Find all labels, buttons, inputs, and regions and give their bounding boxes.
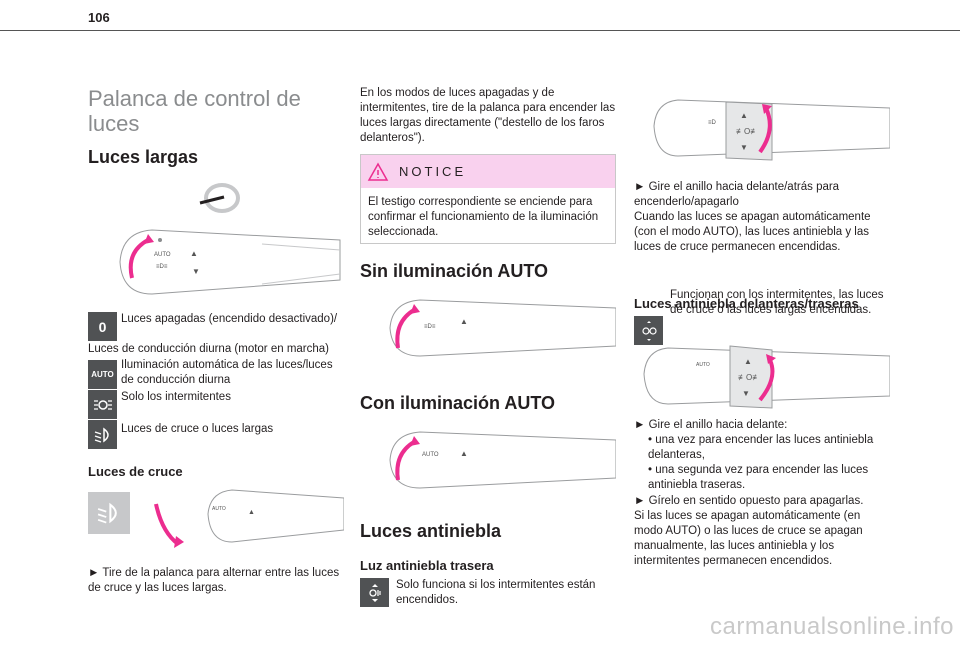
svg-text:≡D≡: ≡D≡ (156, 264, 168, 270)
svg-text:≡D: ≡D (708, 120, 717, 126)
svg-text:▼: ▼ (742, 389, 750, 398)
page-number: 106 (88, 10, 110, 25)
item-off-text: Luces apagadas (encendido desactivado)/ (121, 313, 338, 325)
svg-text:▲: ▲ (740, 111, 748, 120)
dipped-beam-icon (88, 420, 117, 449)
cuando-text: Cuando las luces se apagan automáticamen… (634, 211, 871, 253)
heading-sin-auto: Sin iluminación AUTO (360, 261, 549, 281)
svg-text:≢O≢: ≢O≢ (736, 127, 758, 136)
beam-switch-icon (88, 492, 130, 534)
svg-text:▲: ▲ (248, 509, 255, 516)
notice-box: NOTICE El testigo correspondiente se enc… (360, 154, 616, 244)
page-title: Palanca de control de luces (88, 86, 301, 136)
heading-antiniebla: Luces antiniebla (360, 521, 502, 541)
lever-no-auto-illustration: ≡D≡ ▲ (389, 299, 616, 357)
bullet-delanteras: • una vez para encender las luces antini… (648, 434, 874, 461)
heading-delanteras-traseras: Luces antiniebla delanteras/traseras (634, 296, 859, 311)
flash-intro-text: En los modos de luces apagadas y de inte… (360, 87, 616, 144)
column-2: En los modos de luces apagadas y de inte… (360, 80, 616, 620)
trasera-text: Solo funciona si los intermitentes están… (396, 579, 596, 606)
svg-text:AUTO: AUTO (422, 452, 439, 458)
svg-text:AUTO: AUTO (154, 252, 171, 258)
fog-ring-illustration: ≡D ▲ ≢O≢ ▼ (653, 99, 890, 161)
front-rear-fog-icon (634, 316, 663, 345)
cruce-instruction: ► Tire de la palanca para alternar entre… (88, 567, 340, 594)
item-auto-text: Iluminación automática de las luces/luce… (121, 359, 333, 386)
bullet-traseras: • una segunda vez para encender las luce… (648, 464, 869, 491)
si-text: Si las luces se apagan automáticamente (… (634, 510, 863, 567)
notice-text: El testigo correspondiente se enciende p… (368, 196, 599, 238)
gire-delante-text: ► Gire el anillo hacia delante: (634, 419, 788, 431)
lever-auto-illustration: AUTO ▲ (389, 431, 616, 489)
heading-luces-cruce: Luces de cruce (88, 464, 183, 479)
fog-ring-forward-illustration: AUTO ▲ ≢O≢ ▼ (643, 345, 890, 409)
column-1: Palanca de control de luces Luces largas… (88, 80, 344, 640)
svg-text:▲: ▲ (460, 317, 468, 326)
top-rule (0, 30, 960, 31)
girelo-text: ► Gírelo en sentido opuesto para apagarl… (634, 495, 864, 507)
svg-text:▲: ▲ (460, 449, 468, 458)
gire-text: ► Gire el anillo hacia delante/atrás par… (634, 181, 840, 208)
auto-lights-icon: AUTO (88, 360, 117, 389)
watermark: carmanualsonline.info (710, 613, 954, 640)
heading-con-auto: Con iluminación AUTO (360, 393, 556, 413)
svg-text:▲: ▲ (744, 357, 752, 366)
svg-text:▲: ▲ (190, 249, 198, 258)
svg-text:▼: ▼ (740, 143, 748, 152)
svg-text:AUTO: AUTO (212, 506, 226, 512)
heading-luces-largas: Luces largas (88, 147, 199, 167)
item-drl-text: Luces de conducción diurna (motor en mar… (88, 343, 329, 355)
steering-wheel-icon (199, 183, 240, 213)
svg-text:≢O≢: ≢O≢ (738, 373, 760, 382)
item-dipped-text: Luces de cruce o luces largas (121, 423, 274, 435)
item-side-text: Solo los intermitentes (121, 391, 231, 403)
notice-label: NOTICE (399, 164, 467, 179)
heading-trasera: Luz antiniebla trasera (360, 558, 494, 573)
svg-text:▼: ▼ (192, 267, 200, 276)
lights-off-icon: 0 (88, 312, 117, 341)
svg-text:AUTO: AUTO (696, 362, 710, 368)
notice-header: NOTICE (361, 155, 615, 188)
rear-fog-icon (360, 578, 389, 607)
funcionan-text: Funcionan con los intermitentes, las luc… (670, 289, 884, 316)
warning-triangle-icon (367, 161, 389, 181)
lighting-lever-illustration: AUTO ≡D≡ ▲ ▼ (119, 229, 341, 295)
side-lights-icon (88, 390, 117, 419)
lever-pull-illustration: AUTO ▲ (154, 489, 344, 548)
svg-text:≡D≡: ≡D≡ (424, 324, 436, 330)
column-3: ≡D ▲ ≢O≢ ▼ ► Gire el anillo hacia delant… (634, 80, 890, 580)
